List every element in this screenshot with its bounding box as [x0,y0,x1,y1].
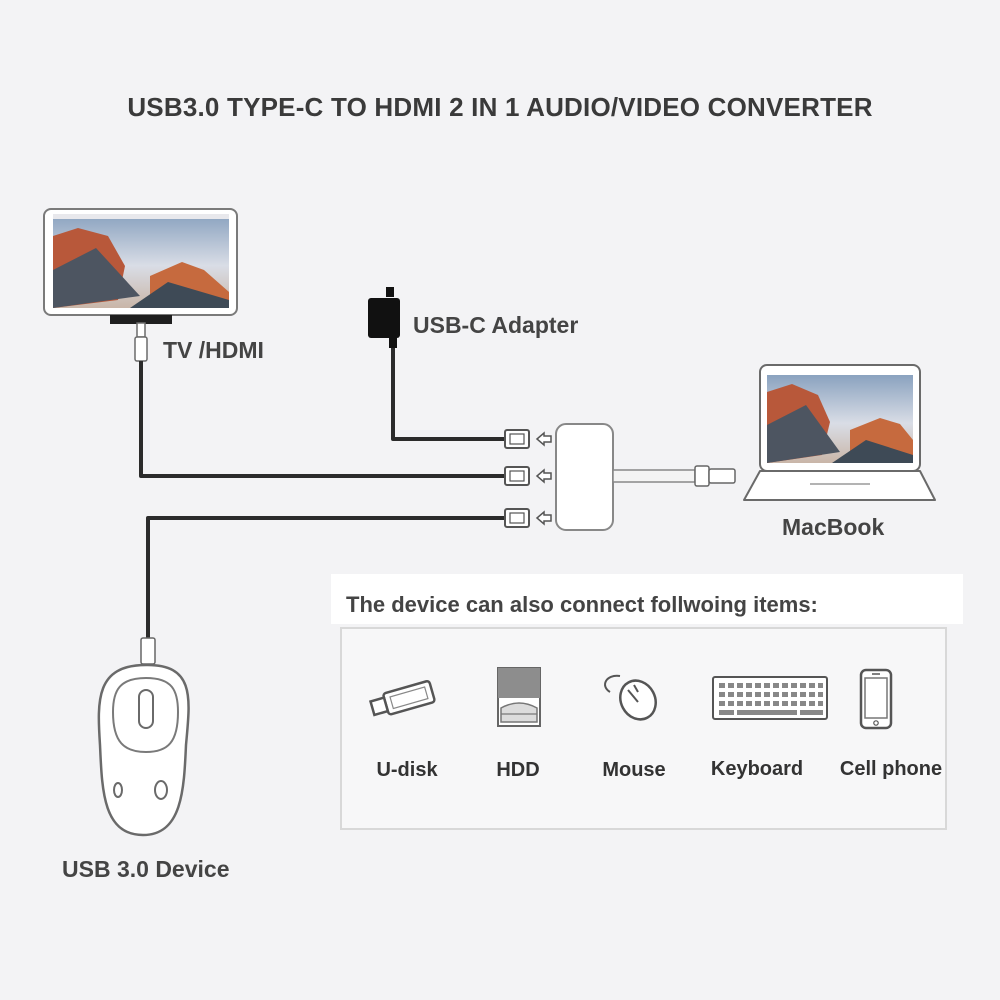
macbook-icon [744,365,935,500]
tv-hdmi-label: TV /HDMI [163,337,264,364]
mouse-icon [598,670,664,724]
keyboard-icon [711,675,829,721]
usb-c-hub [556,424,735,530]
connect-note: The device can also connect follwoing it… [346,592,818,618]
cable-plugs [505,430,529,527]
usb-device-label: USB 3.0 Device [62,856,229,883]
usb-c-adapter-label: USB-C Adapter [413,312,578,339]
item-label-mouse: Mouse [602,759,665,782]
item-label-keyboard: Keyboard [711,758,803,781]
item-label-hdd: HDD [496,759,539,782]
usb-device-mouse-icon [99,638,189,835]
connectable-items-panel [340,627,947,830]
macbook-label: MacBook [782,514,884,541]
usb-drive-icon [368,678,442,726]
cell-phone-icon [858,668,894,730]
plug-arrows [537,433,551,524]
item-label-cell-phone: Cell phone [840,758,942,781]
item-label-u-disk: U-disk [376,759,437,782]
power-adapter-icon [368,287,400,348]
hard-drive-icon [494,664,544,730]
